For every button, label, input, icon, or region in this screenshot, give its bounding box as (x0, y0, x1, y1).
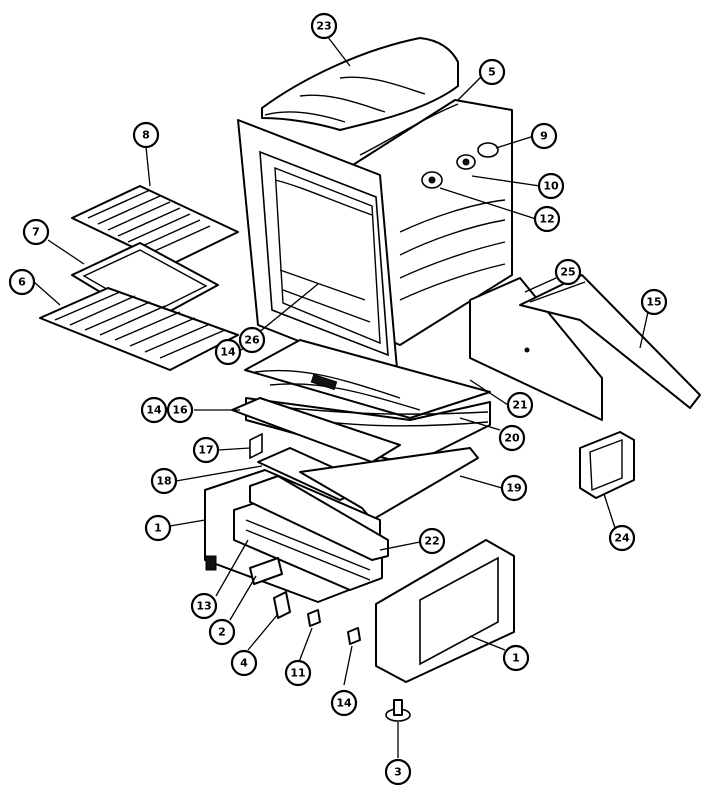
svg-text:11: 11 (290, 667, 305, 680)
part-4-clip (273, 591, 291, 619)
svg-text:22: 22 (424, 535, 439, 548)
svg-text:13: 13 (196, 600, 211, 613)
svg-text:2: 2 (218, 626, 226, 639)
svg-text:25: 25 (560, 266, 575, 279)
part-16-bottom-tray (231, 397, 401, 463)
svg-text:14: 14 (220, 346, 236, 359)
part-11-screw (307, 609, 321, 627)
callout-3: 3 (384, 758, 412, 786)
svg-text:18: 18 (156, 475, 171, 488)
svg-text:7: 7 (32, 226, 40, 239)
callout-1-side: 1 (502, 644, 530, 672)
part-25-rear-panel (469, 277, 603, 421)
callout-14-screw: 14 (330, 689, 358, 717)
svg-text:15: 15 (646, 296, 661, 309)
svg-text:3: 3 (394, 766, 402, 779)
callout-24: 24 (608, 524, 636, 552)
callout-10: 10 (537, 172, 565, 200)
part-22-rail (249, 475, 389, 561)
svg-text:21: 21 (512, 399, 527, 412)
callouts: 23 5 9 10 12 8 7 6 25 15 26 14 21 14 16 … (8, 12, 668, 786)
callout-14-tray: 14 (140, 396, 168, 424)
svg-text:1: 1 (512, 652, 520, 665)
svg-text:17: 17 (198, 444, 213, 457)
callout-21: 21 (506, 391, 534, 419)
part-6-oven-rack (39, 287, 239, 371)
callout-25: 25 (554, 258, 582, 286)
part-21-oven-bottom (244, 339, 491, 419)
svg-text:14: 14 (146, 404, 162, 417)
callout-18: 18 (150, 467, 178, 495)
part-14-screw (347, 627, 361, 645)
callout-13: 13 (190, 592, 218, 620)
svg-text:14: 14 (336, 697, 352, 710)
callout-1-frame: 1 (144, 514, 172, 542)
svg-text:6: 6 (18, 276, 26, 289)
callout-20: 20 (498, 424, 526, 452)
callout-4: 4 (230, 649, 258, 677)
svg-text:19: 19 (506, 482, 521, 495)
callout-6: 6 (8, 268, 36, 296)
svg-text:23: 23 (316, 20, 331, 33)
callout-23: 23 (310, 12, 338, 40)
part-17-bracket (249, 432, 263, 460)
callout-7: 7 (22, 218, 50, 246)
leader-lines (33, 31, 649, 758)
callout-9: 9 (530, 122, 558, 150)
part-2-clip (249, 557, 283, 585)
callout-14-cavity: 14 (214, 338, 242, 366)
svg-text:10: 10 (543, 180, 559, 193)
callout-19: 19 (500, 474, 528, 502)
callout-11: 11 (284, 659, 312, 687)
svg-text:1: 1 (154, 522, 162, 535)
svg-text:4: 4 (240, 657, 248, 670)
svg-text:12: 12 (539, 213, 554, 226)
svg-text:8: 8 (142, 129, 150, 142)
svg-text:20: 20 (504, 432, 520, 445)
svg-text:5: 5 (488, 66, 496, 79)
svg-text:16: 16 (172, 404, 188, 417)
svg-text:26: 26 (244, 334, 260, 347)
part-19-baffle (299, 447, 479, 521)
callout-16: 16 (166, 396, 194, 424)
part-3-leveling-leg (385, 699, 411, 722)
part-24-bracket (579, 431, 635, 499)
callout-5: 5 (478, 58, 506, 86)
part-1-side-panel (375, 539, 515, 683)
callout-8: 8 (132, 121, 160, 149)
callout-15: 15 (640, 288, 668, 316)
callout-12: 12 (533, 205, 561, 233)
callout-17: 17 (192, 436, 220, 464)
callout-2: 2 (208, 618, 236, 646)
callout-22: 22 (418, 527, 446, 555)
svg-text:9: 9 (540, 130, 548, 143)
part-23-top-insulation (261, 37, 459, 131)
svg-text:24: 24 (614, 532, 630, 545)
callout-26: 26 (238, 326, 266, 354)
